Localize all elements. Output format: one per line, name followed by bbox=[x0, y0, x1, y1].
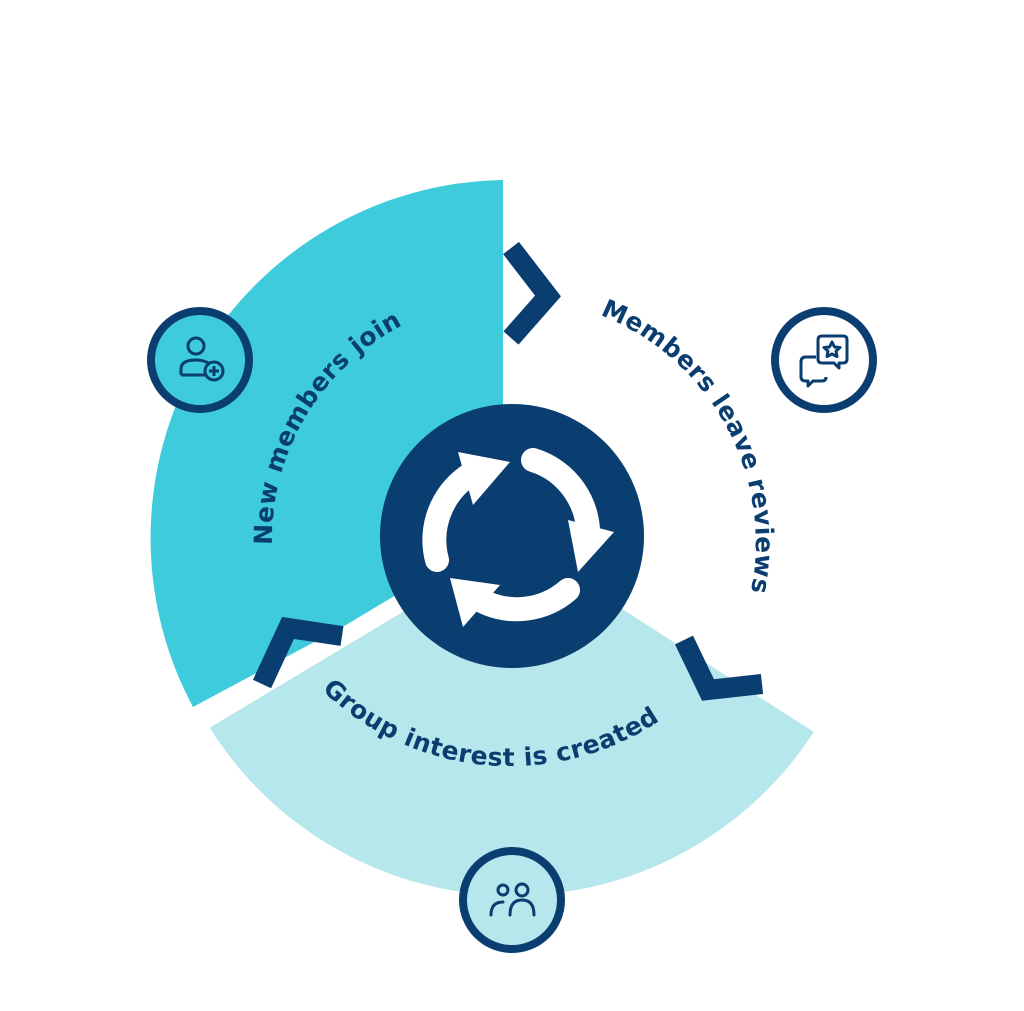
step-icon-members-leave-reviews bbox=[771, 307, 877, 413]
user-add-icon bbox=[179, 336, 225, 382]
chevron-up-left-icon bbox=[252, 617, 344, 689]
chevron-down-right-icon bbox=[674, 635, 764, 701]
step-icon-new-members-join bbox=[147, 307, 253, 413]
cycle-arrowheads bbox=[450, 452, 614, 627]
segment-group-interest bbox=[205, 536, 815, 896]
center-hub bbox=[380, 404, 644, 668]
step-icon-group-interest-created bbox=[459, 847, 565, 953]
chat-star-icon bbox=[799, 334, 849, 388]
chevron-right-icon bbox=[503, 241, 561, 345]
group-icon bbox=[489, 882, 536, 917]
